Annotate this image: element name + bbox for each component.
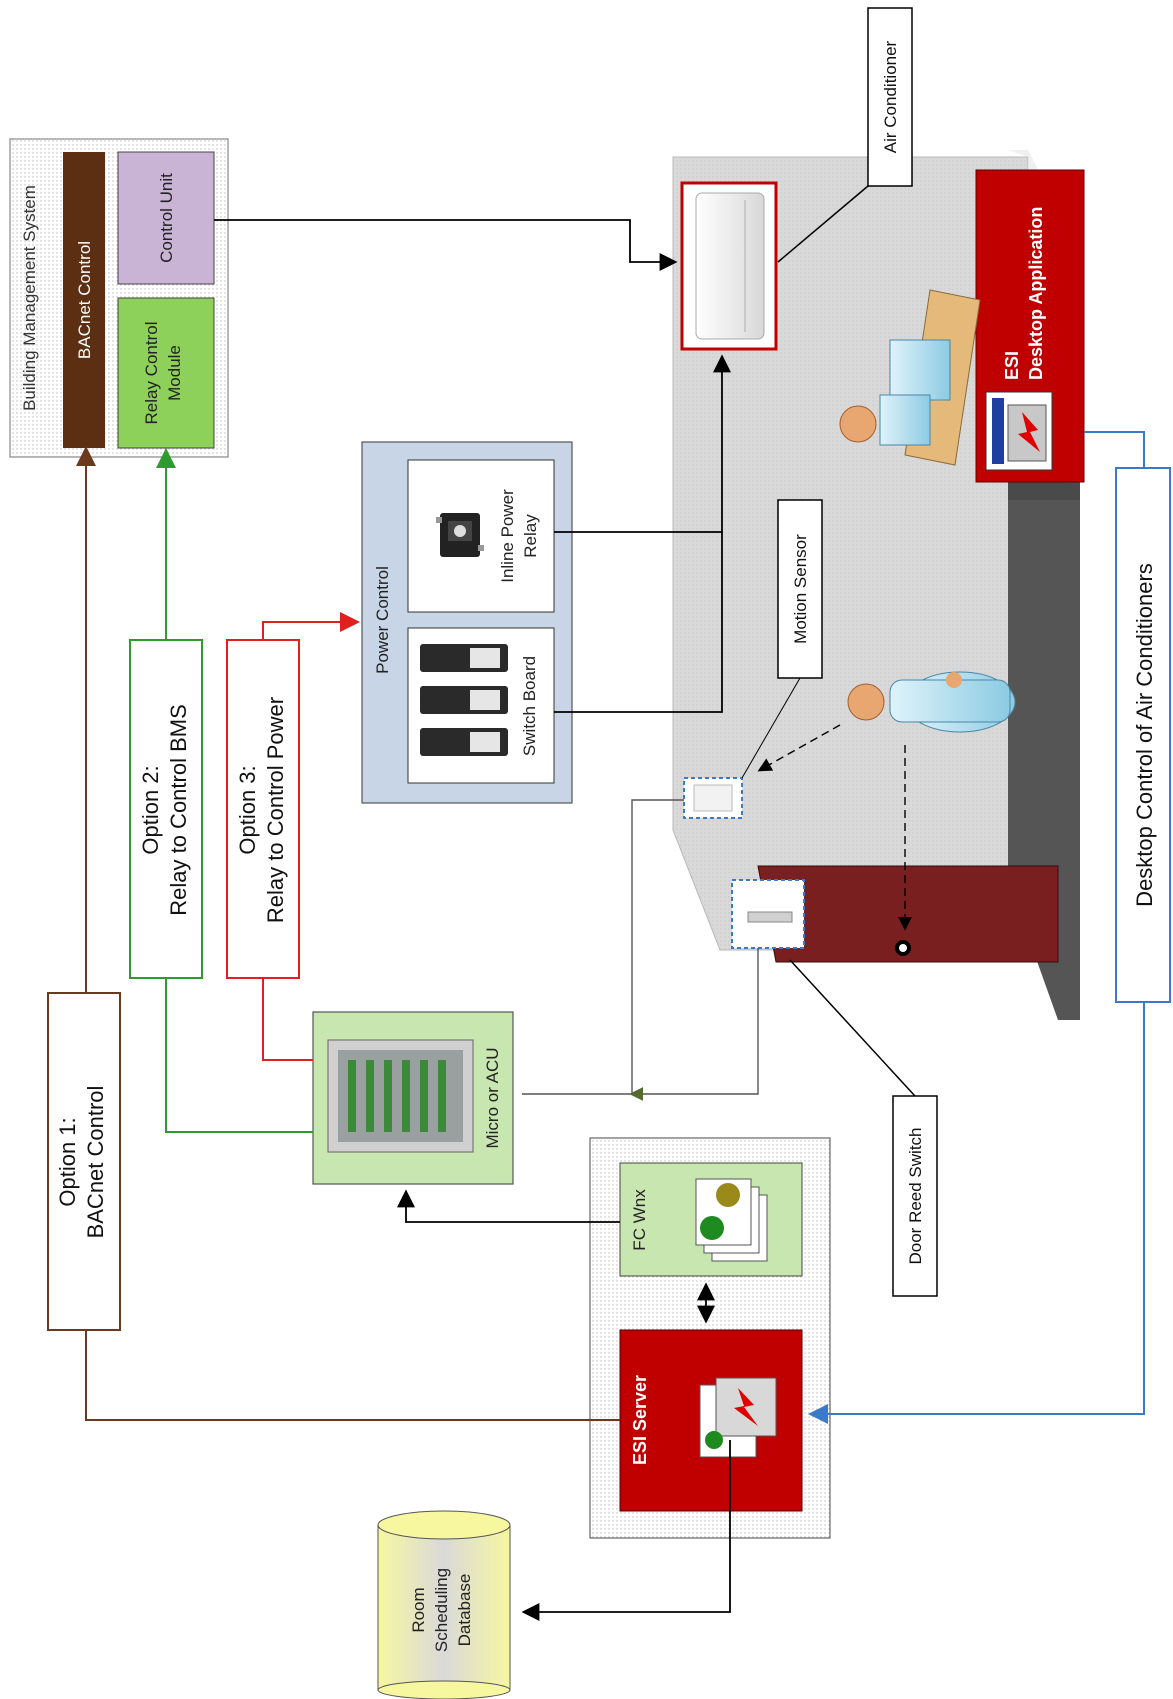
option-3-line1: Option 3: (235, 765, 260, 854)
option-2-line2: Relay to Control BMS (166, 704, 191, 916)
option-1-line1: Option 1: (55, 1117, 80, 1206)
power-control-box: Power Control Inline Power Relay Switch … (361, 441, 573, 804)
switch-board-label: Switch Board (520, 656, 539, 756)
air-conditioner-label: Air Conditioner (881, 40, 900, 153)
door-reed-switch (731, 879, 805, 949)
seated-person-at-desk (839, 289, 981, 466)
micro-acu-label: Micro or ACU (483, 1047, 502, 1148)
relay-module-label-2: Module (165, 345, 184, 401)
sensors-to-acu (522, 799, 759, 1094)
bms-box: Building Management System BACnet Contro… (9, 138, 229, 458)
option-1-line2: BACnet Control (83, 1086, 108, 1239)
database-label-1: Room (409, 1587, 428, 1632)
desktop-control-connector (812, 431, 1145, 1414)
room-scheduling-database: Room Scheduling Database (377, 1510, 511, 1699)
relay-icon (436, 513, 484, 557)
esi-app-label-2: Desktop Application (1026, 207, 1046, 380)
fc-wnx-label: FC Wnx (630, 1189, 649, 1251)
control-unit-label: Control Unit (157, 173, 176, 263)
fc-wnx-icon (695, 1178, 768, 1262)
inline-relay-label-1: Inline Power (498, 489, 517, 583)
option-1-connector (86, 450, 620, 1421)
esi-server-label: ESI Server (630, 1375, 650, 1465)
option-2-line1: Option 2: (138, 765, 163, 854)
micro-acu-box: Micro or ACU (312, 1011, 514, 1185)
option-3-line2: Relay to Control Power (263, 697, 288, 923)
bms-title: Building Management System (20, 185, 39, 411)
esi-desktop-app: ESI Desktop Application (975, 169, 1085, 483)
esi-server-icon (699, 1377, 777, 1458)
esi-server-to-database (521, 1440, 731, 1621)
option-2-box: Option 2: Relay to Control BMS (129, 639, 203, 979)
standing-person (847, 671, 1016, 733)
database-label-2: Scheduling (432, 1568, 451, 1652)
inline-relay-panel (407, 459, 555, 613)
fc-wnx-to-acu (397, 1189, 620, 1223)
power-control-title: Power Control (373, 566, 392, 674)
option-1-box: Option 1: BACnet Control (47, 992, 121, 1331)
door-reed-switch-callout: Door Reed Switch (789, 959, 938, 1297)
switch-board-icon (420, 644, 508, 756)
option-3-connector (262, 622, 356, 1061)
desktop-control-callout: Desktop Control of Air Conditioners (1115, 467, 1171, 1003)
server-area: FC Wnx ESI Server (589, 1137, 831, 1539)
switch-board-to-ac (554, 532, 723, 713)
bacnet-control-label: BACnet Control (75, 241, 94, 359)
inline-relay-label-2: Relay (521, 514, 540, 558)
option-2-connector (166, 452, 313, 1133)
motion-sensor (683, 777, 743, 819)
door (757, 865, 1059, 963)
option-3-box: Option 3: Relay to Control Power (226, 639, 300, 979)
control-unit-to-ac (214, 219, 678, 271)
desktop-control-label: Desktop Control of Air Conditioners (1132, 563, 1157, 907)
bacnet-control-block (63, 152, 105, 448)
motion-sensor-label: Motion Sensor (791, 534, 810, 644)
esi-app-label-1: ESI (1002, 351, 1022, 380)
relay-module-label-1: Relay Control (142, 322, 161, 425)
person-to-motion-sensor (757, 724, 841, 772)
air-conditioner-callout: Air Conditioner (777, 7, 913, 263)
air-conditioner (680, 181, 778, 351)
motion-sensor-callout: Motion Sensor (741, 499, 823, 779)
control-unit-block (117, 151, 215, 285)
door-reed-switch-label: Door Reed Switch (906, 1127, 925, 1264)
database-label-3: Database (455, 1574, 474, 1647)
